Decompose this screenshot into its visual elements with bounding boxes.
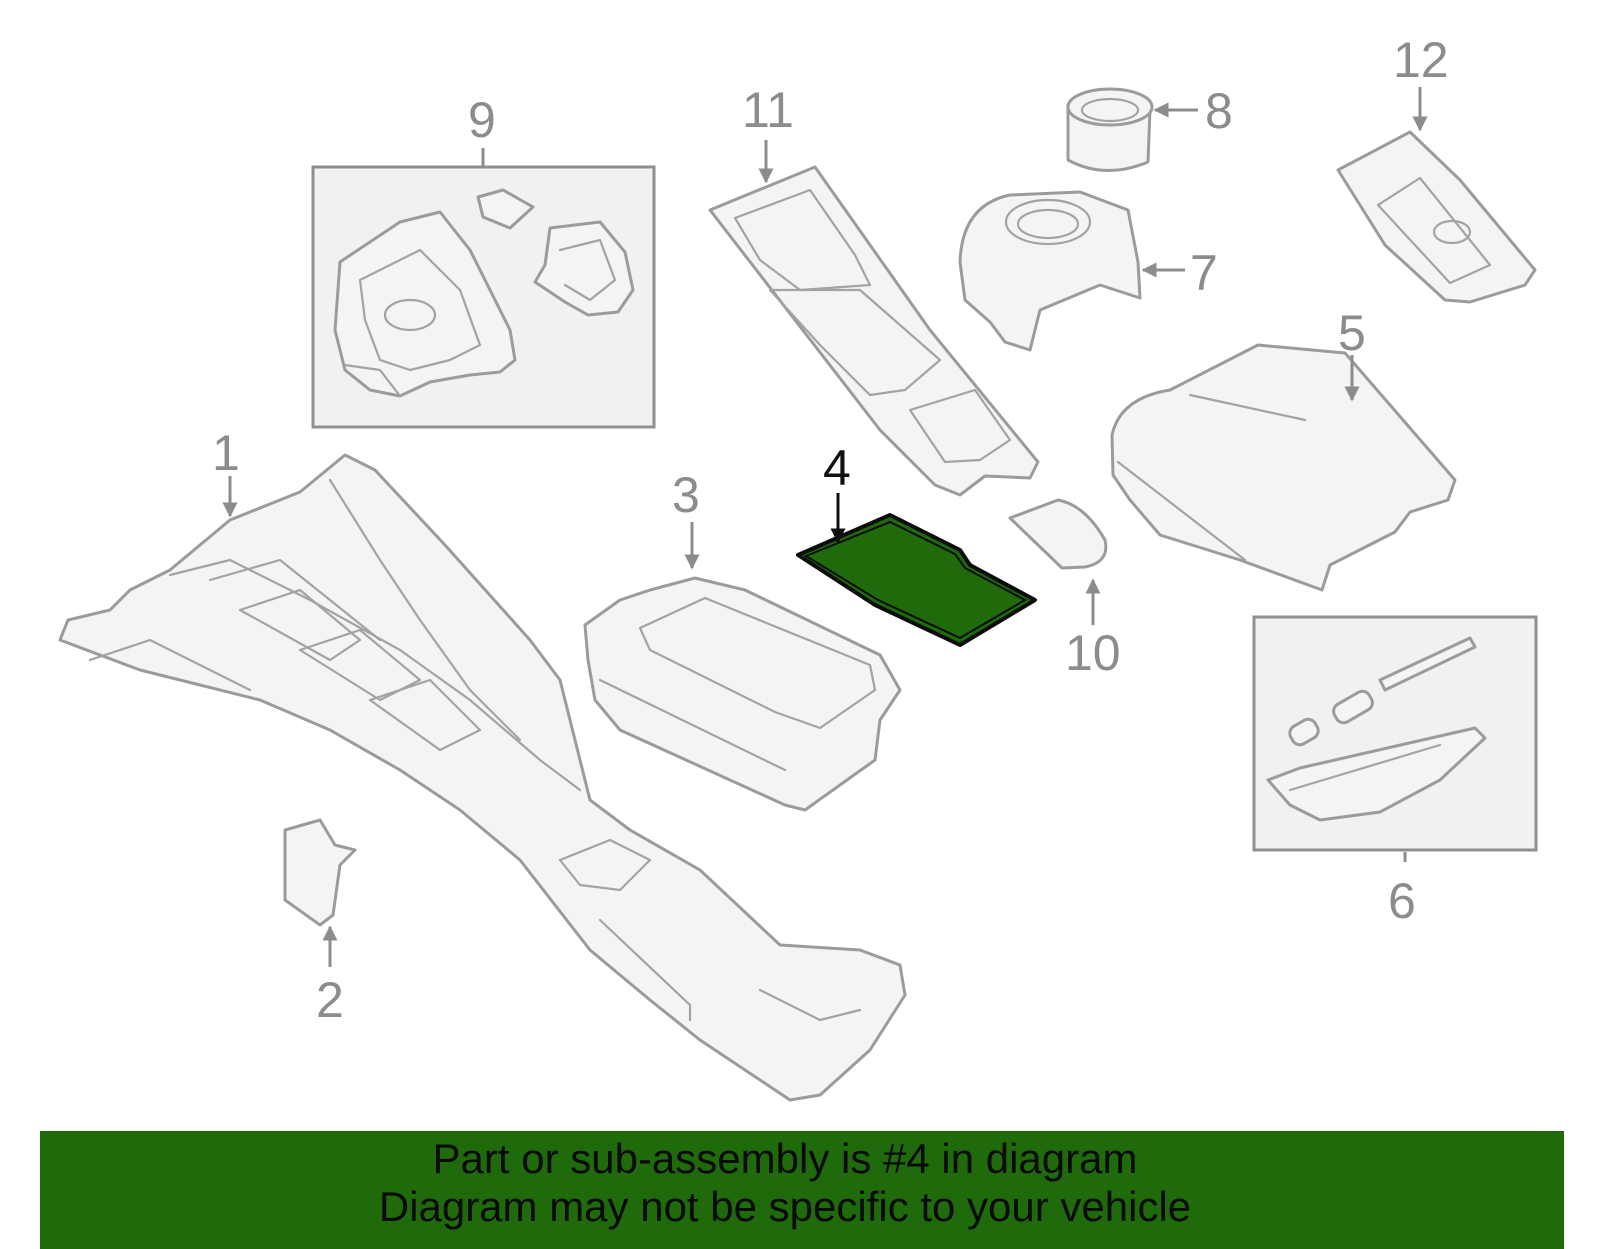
callout-7: 7 [1190,245,1218,301]
part-1-console [58,453,907,1102]
callout-5: 5 [1338,305,1366,361]
callout-6: 6 [1388,873,1416,929]
part-6-kit-box [1252,615,1538,852]
callout-4: 4 [823,440,851,496]
callout-2: 2 [316,972,344,1028]
callout-8: 8 [1205,83,1233,139]
callout-9: 9 [468,92,496,148]
part-5-armrest-lid [1110,343,1457,592]
callout-1: 1 [212,425,240,481]
part-4-mat-highlighted [796,513,1037,647]
banner-line-1: Part or sub-assembly is #4 in diagram [432,1135,1138,1182]
part-8-cup-insert [1066,87,1154,172]
callout-11: 11 [742,82,794,138]
part-3-storage-bin [583,576,902,812]
part-2-bracket [283,818,357,927]
info-banner: Part or sub-assembly is #4 in diagram Di… [40,1131,1564,1249]
banner-line-2: Diagram may not be specific to your vehi… [378,1183,1192,1230]
part-11-trim-plate [708,165,1040,497]
callout-3: 3 [672,467,700,523]
callout-10: 10 [1065,625,1121,681]
part-9-assembly [311,165,656,429]
part-7-cup-holder [958,190,1142,352]
part-12-shifter-bezel [1336,130,1537,304]
callout-12: 12 [1393,32,1449,88]
part-10-pad [1008,498,1108,570]
